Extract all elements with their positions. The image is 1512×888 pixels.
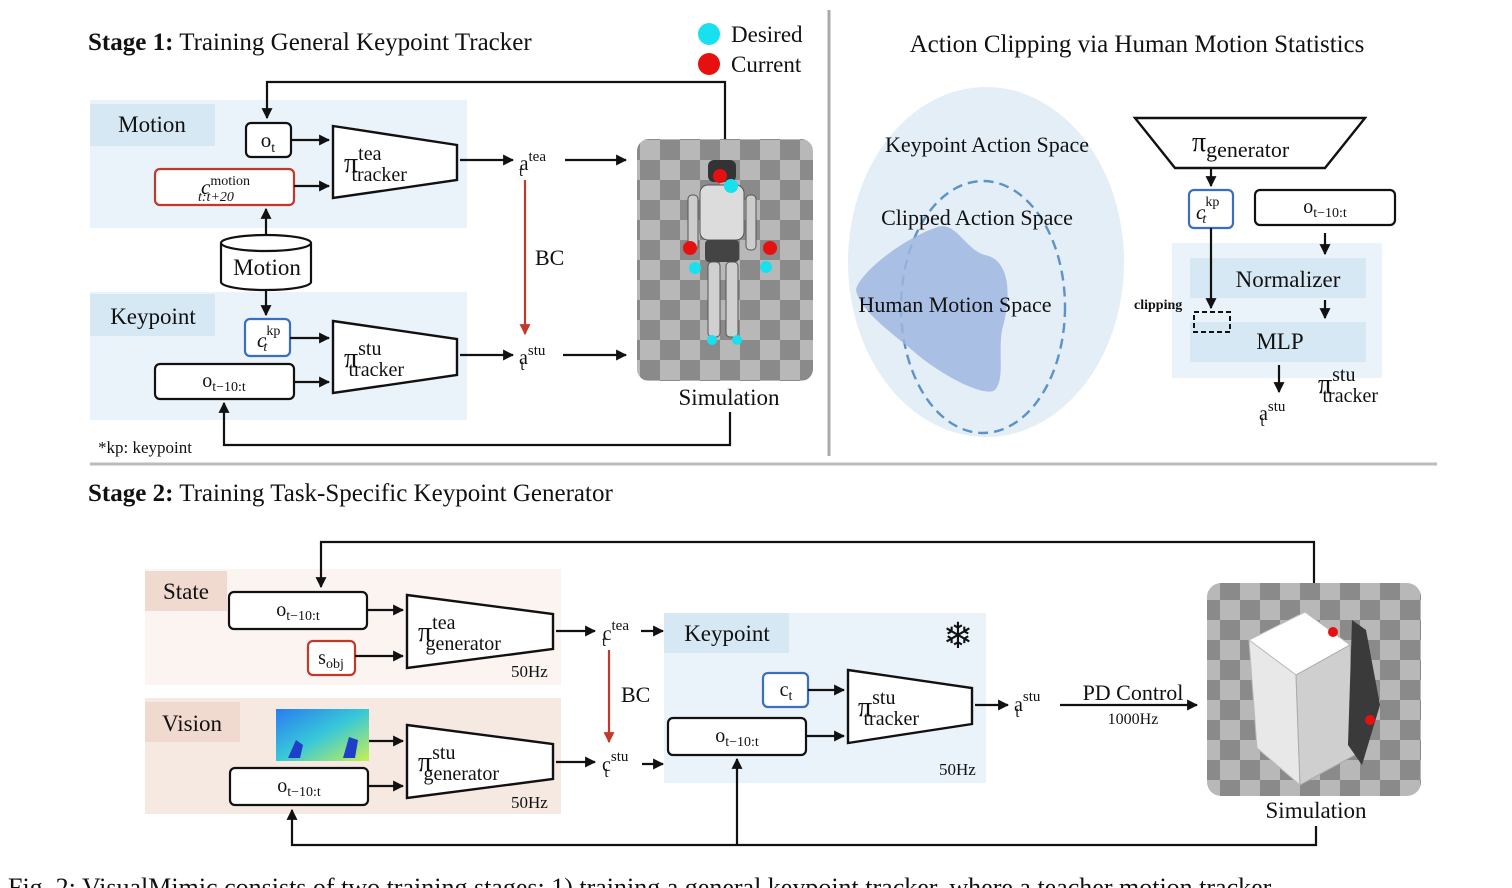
clip-history-observation-label: ot−10:t xyxy=(1303,196,1347,221)
clip-history-observation-box xyxy=(1253,188,1397,227)
stage2-bc-label: BC xyxy=(621,682,650,707)
vision-history-observation-label: ot−10:t xyxy=(277,775,321,800)
humanoid-robot xyxy=(683,160,777,345)
clipping-label: clipping xyxy=(1134,298,1182,313)
stage2-command-label: ct xyxy=(780,679,793,704)
feedback-top-loop xyxy=(261,80,727,139)
motion-panel-tag xyxy=(90,104,215,146)
stage2-title: Stage 2: Training Task-Specific Keypoint… xyxy=(88,480,613,507)
mlp-label: MLP xyxy=(1256,329,1303,354)
stage2-keypoint-label: Keypoint xyxy=(684,621,770,646)
stage2-feedback-bottom-loop xyxy=(286,808,1318,847)
feedback-bottom-loop xyxy=(218,401,732,447)
generator-block xyxy=(1132,116,1368,170)
state-history-observation-label: ot−10:t xyxy=(276,599,320,624)
frozen-snowflake-icon: ❄ xyxy=(943,616,973,656)
state-panel-tag xyxy=(145,571,227,611)
normalizer-block xyxy=(1190,258,1366,298)
motion-database-top xyxy=(219,233,313,253)
normalizer-label: Normalizer xyxy=(1236,267,1341,292)
student-tracker-block xyxy=(331,319,459,395)
clipped-action-space-label: Clipped Action Space xyxy=(881,205,1073,230)
teacher-tracker-block xyxy=(331,124,459,200)
student-generator-block xyxy=(405,723,555,800)
current-legend-marker xyxy=(698,53,720,75)
teacher-generator-block xyxy=(405,593,555,670)
stage1-title: Stage 1: Training General Keypoint Track… xyxy=(88,29,532,56)
pd-control-label: PD Control xyxy=(1083,680,1184,705)
stage2-feedback-top-loop xyxy=(315,540,1316,589)
human-motion-space-label: Human Motion Space xyxy=(858,292,1051,317)
observation-label: ot xyxy=(261,128,276,156)
human-motion-space-region xyxy=(856,226,1008,392)
motion-database xyxy=(219,243,313,292)
simulation-label: Simulation xyxy=(679,385,780,410)
pd-frequency-label: 1000Hz xyxy=(1108,711,1159,728)
keypoint-panel-tag xyxy=(90,294,215,336)
box-manipulation-scene xyxy=(1248,611,1380,787)
depth-image-hands xyxy=(288,737,358,758)
stage2-history-observation-label: ot−10:t xyxy=(715,725,759,750)
clipped-action-space-boundary xyxy=(899,179,1067,435)
clipping-operator xyxy=(1193,311,1231,333)
vision-panel-tag xyxy=(145,702,240,742)
object-state-label: sobj xyxy=(318,647,344,672)
legend-desired: Desired xyxy=(731,22,803,47)
legend-current: Current xyxy=(731,52,802,77)
teacher-generator-frequency: 50Hz xyxy=(511,662,548,681)
footnote: *kp: keypoint xyxy=(98,438,192,457)
motion-database-label: Motion xyxy=(233,255,301,280)
vision-panel-label: Vision xyxy=(162,711,222,736)
figure-caption: Fig. 2: VisualMimic consists of two trai… xyxy=(8,873,1272,888)
clipping-title: Action Clipping via Human Motion Statist… xyxy=(910,31,1365,58)
student-generator-frequency: 50Hz xyxy=(511,793,548,812)
stage2-simulation-label: Simulation xyxy=(1266,798,1367,823)
motion-panel-label: Motion xyxy=(118,112,186,137)
object-state-box xyxy=(306,639,357,677)
state-panel-label: State xyxy=(163,579,209,604)
keypoint-panel-label: Keypoint xyxy=(110,304,196,329)
history-observation-label: ot−10:t xyxy=(202,370,246,395)
mlp-block xyxy=(1190,322,1366,362)
stage2-student-tracker-block xyxy=(846,668,974,745)
generator-label: πgenerator xyxy=(1192,127,1290,162)
bc-label: BC xyxy=(535,245,564,270)
stage2-tracker-frequency: 50Hz xyxy=(939,760,976,779)
desired-legend-marker xyxy=(698,23,720,45)
stage2-keypoint-tag xyxy=(664,613,789,653)
keypoint-action-space-label: Keypoint Action Space xyxy=(885,132,1089,157)
